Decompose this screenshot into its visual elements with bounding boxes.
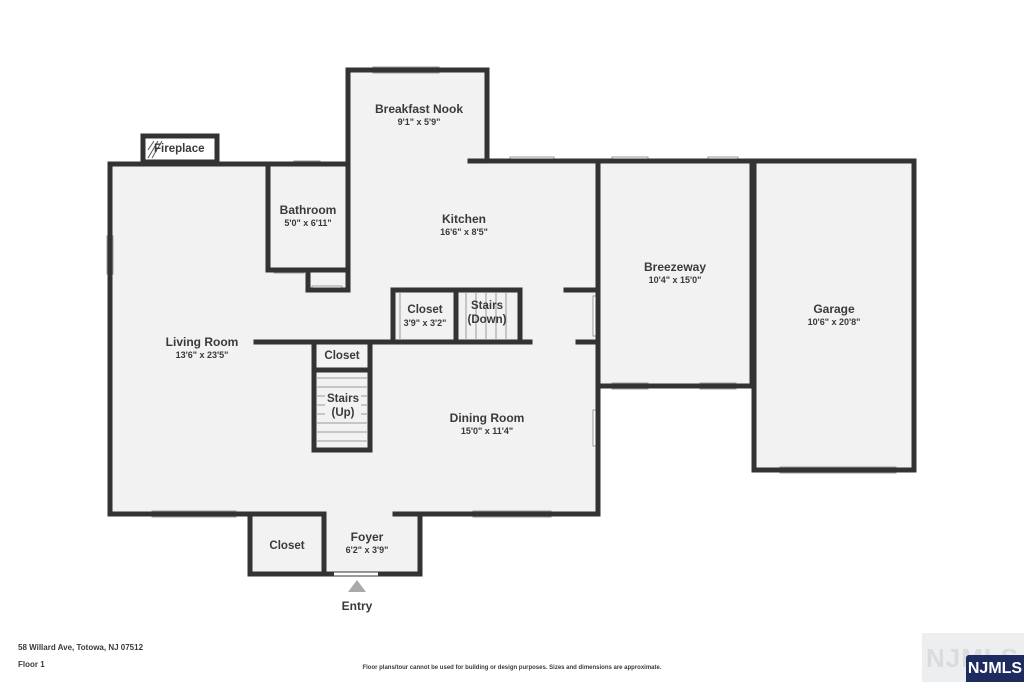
room-dims: 10'4" x 15'0" [648,275,702,285]
room-dims: 6'2" x 3'9" [345,545,389,555]
room-garage: Garage 10'6" x 20'8" [808,302,861,328]
room-dims: 9'1" x 5'9" [397,117,441,127]
room-foyer: Foyer 6'2" x 3'9" [346,530,389,556]
stairs-label-2: (Down) [467,314,507,326]
room-name: Foyer [350,530,384,544]
disclaimer-text: Floor plans/tour cannot be used for buil… [362,665,662,671]
entry-arrow-icon [348,580,366,592]
room-breezeway: Breezeway 10'4" x 15'0" [644,260,706,286]
room-dims: 5'0" x 6'11" [284,218,332,228]
room-kitchen: Kitchen 16'6" x 8'5" [440,212,488,238]
room-name: Living Room [165,335,239,349]
room-closet-upper: Closet 3'9" x 3'2" [404,303,447,329]
room-dims: 10'6" x 20'8" [807,317,861,327]
floor-fills [110,70,914,574]
logo-badge: NJMLS [966,655,1024,682]
fireplace-hatch [147,140,163,159]
room-breakfast-nook: Breakfast Nook 9'1" x 5'9" [375,102,463,128]
stairs-down-treads [465,293,507,340]
room-dims: 15'0" x 11'4" [460,426,514,436]
walls [107,67,917,577]
room-name: Breakfast Nook [374,102,464,116]
room-name: Breezeway [643,260,707,274]
room-dims: 3'9" x 3'2" [403,318,447,328]
room-closet-lower: Closet [269,539,304,553]
fireplace-label: Fireplace [154,143,205,155]
room-name: Kitchen [441,212,487,226]
room-name: Closet [324,350,360,362]
room-bathroom: Bathroom 5'0" x 6'11" [280,203,337,229]
entry-label: Entry [341,599,373,613]
room-dims: 13'6" x 23'5" [175,350,229,360]
room-stairs-up: Stairs (Up) [325,392,361,420]
room-dims: 16'6" x 8'5" [440,227,488,237]
room-stairs-down: Stairs (Down) [468,299,507,327]
stairs-label-2: (Up) [331,407,355,419]
room-name: Closet [407,304,443,316]
room-dining-room: Dining Room 15'0" x 11'4" [450,411,525,437]
room-name: Bathroom [279,203,337,217]
address-text: 58 Willard Ave, Totowa, NJ 07512 [18,643,144,652]
room-closet-mid: Closet [324,349,359,363]
room-living-room: Living Room 13'6" x 23'5" [166,335,239,361]
room-name: Garage [813,302,855,316]
stairs-label-1: Stairs [327,393,359,405]
room-name: Dining Room [449,411,525,425]
room-name: Closet [269,540,305,552]
stairs-label-1: Stairs [471,300,503,312]
floor-label: Floor 1 [18,660,45,669]
njmls-logo: NJMLS NJMLS [922,633,1024,682]
